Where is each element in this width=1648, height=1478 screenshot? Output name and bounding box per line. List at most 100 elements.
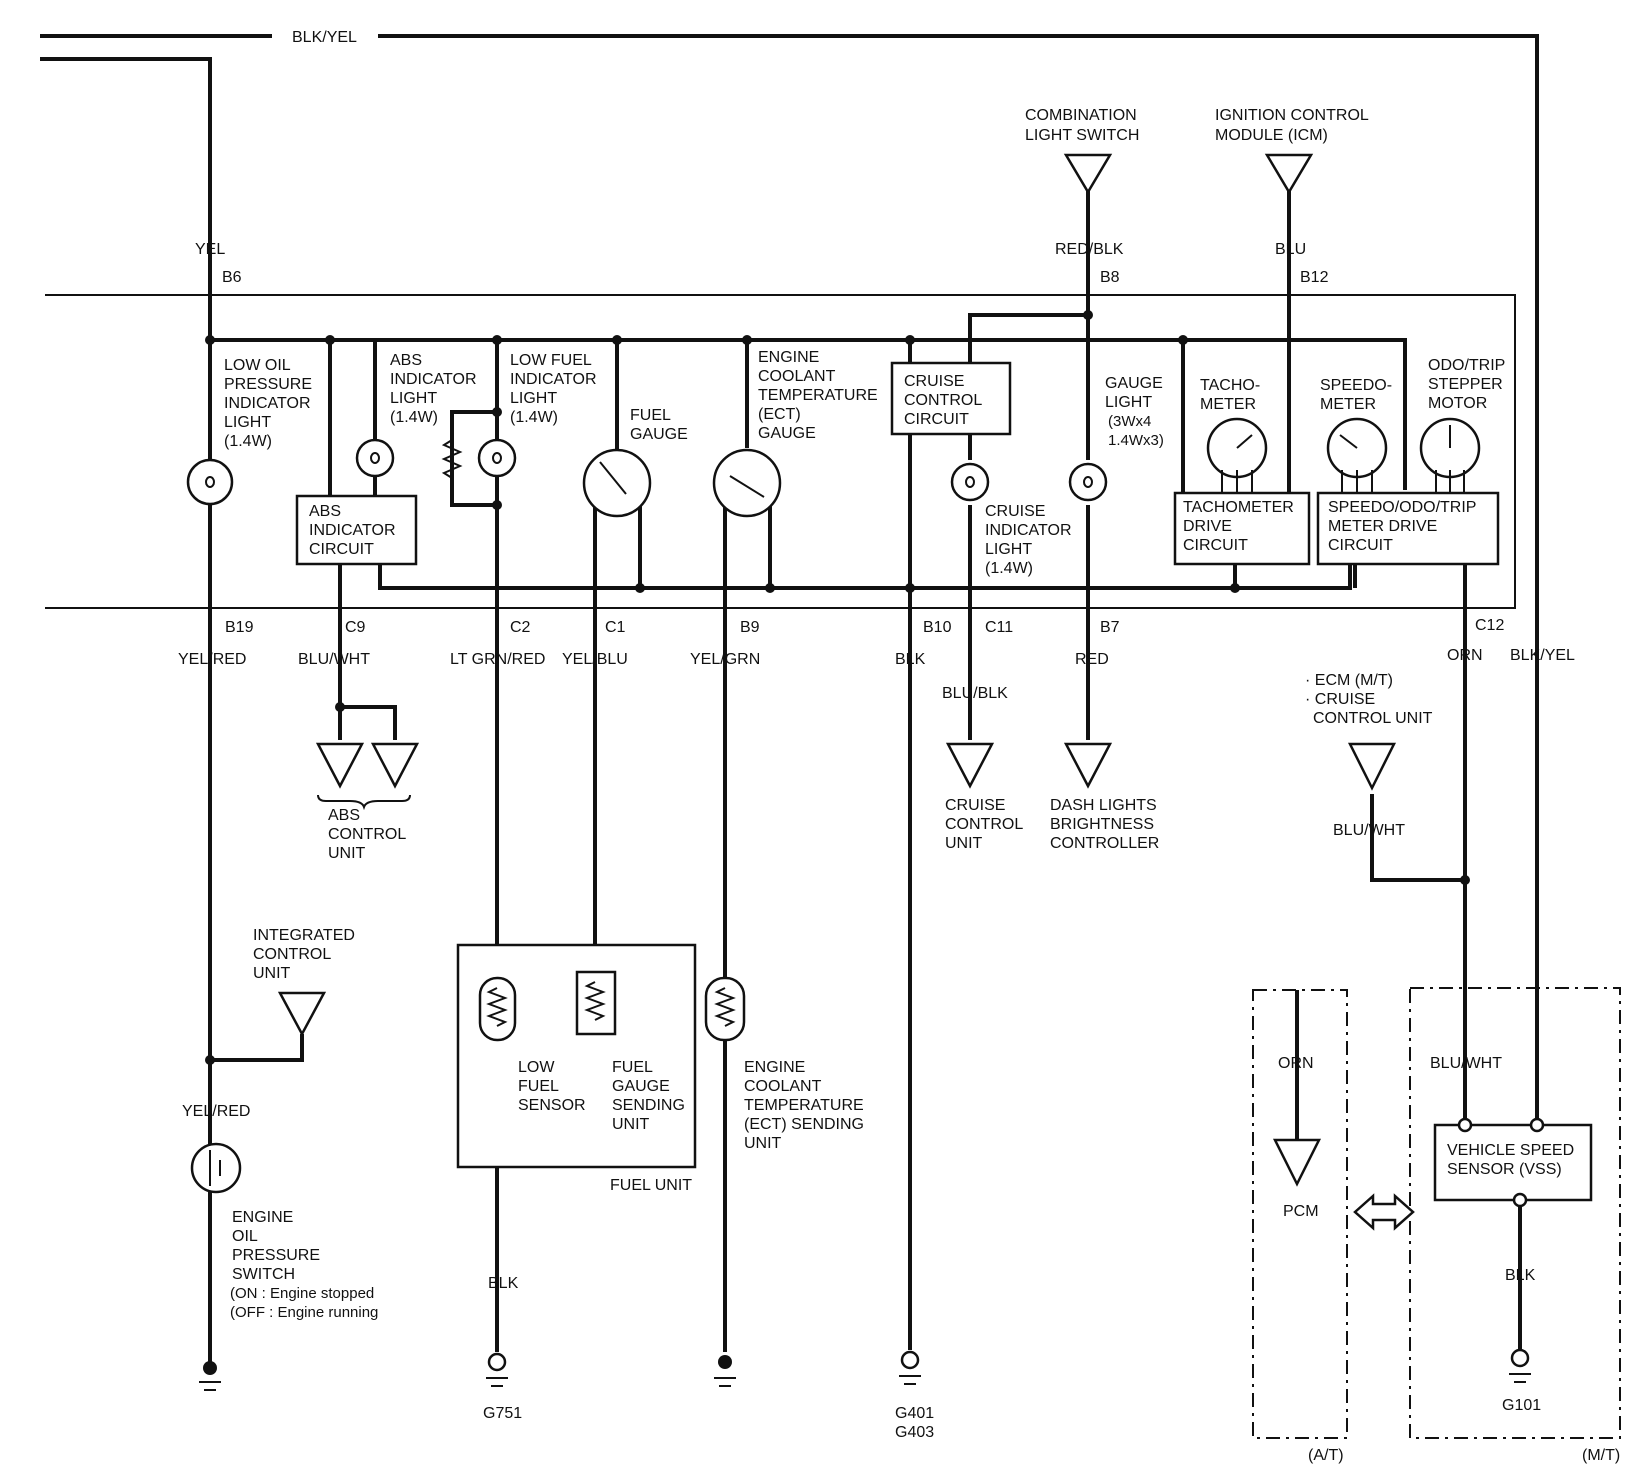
junction-dot [742, 335, 752, 345]
wire-speedo [1353, 564, 1467, 1125]
wire-label: YEL/RED [178, 651, 246, 668]
component-label: CRUISE [904, 373, 964, 390]
component-label: MOTOR [1428, 395, 1487, 412]
wire-label: YEL/BLU [562, 651, 628, 668]
component-label: CIRCUIT [1328, 537, 1393, 554]
component-label: (3Wx4 [1108, 413, 1151, 430]
junction-dot [905, 583, 915, 593]
component-label: INDICATOR [510, 371, 597, 388]
tach-drive-circuit-box [1173, 491, 1311, 566]
wire-label: BLU/BLK [942, 685, 1008, 702]
ect-sending-unit-icon [704, 976, 746, 1042]
dash-lights-label: BRIGHTNESS [1050, 816, 1154, 833]
component-label: (OFF : Engine running [230, 1304, 378, 1321]
junction-dot [325, 335, 335, 345]
component-label: ENGINE [232, 1209, 293, 1226]
component-label: SPEEDO- [1320, 377, 1392, 394]
pcm-connector-icon [1272, 1138, 1322, 1187]
ecm-connector-icon [1347, 742, 1397, 791]
component-label: FUEL [518, 1078, 559, 1095]
component-label: ENGINE [758, 349, 819, 366]
junction-dot [765, 583, 775, 593]
connector-label: B7 [1100, 619, 1120, 636]
component-label: ABS [309, 503, 341, 520]
wire-label: BLU/WHT [1333, 822, 1405, 839]
component-label: METER DRIVE [1328, 518, 1437, 535]
resistor-symbol [441, 439, 463, 479]
wire-low-fuel [450, 340, 499, 1352]
wire-label: BLU [1275, 241, 1306, 258]
component-label: SENSOR (VSS) [1447, 1161, 1562, 1178]
vss-terminal [1529, 1117, 1545, 1133]
component-label: SWITCH [232, 1266, 295, 1283]
ground-label: G403 [895, 1424, 934, 1441]
low-fuel-bulb-icon [477, 438, 517, 478]
component-label: GAUGE [758, 425, 816, 442]
component-label: COOLANT [758, 368, 836, 385]
wire-label: BLU/WHT [298, 651, 370, 668]
component-label: DRIVE [1183, 518, 1232, 535]
component-label: ODO/TRIP [1428, 357, 1505, 374]
vss-terminals [1457, 1117, 1545, 1208]
component-label: CIRCUIT [904, 411, 969, 428]
component-label: (ECT) [758, 406, 801, 423]
gauge-light-bulb-icon [1068, 462, 1108, 502]
connector-label: C12 [1475, 617, 1504, 634]
wire-label: RED/BLK [1055, 241, 1124, 258]
connector-label: B19 [225, 619, 254, 636]
component-label: METER [1200, 396, 1256, 413]
component-label: COOLANT [744, 1078, 822, 1095]
power-bus [210, 338, 1407, 490]
ecm-label: · CRUISE [1305, 691, 1375, 708]
wire-top-blk-yel [40, 34, 1539, 1125]
junction-dots [205, 310, 1470, 1141]
component-label: FUEL [630, 407, 671, 424]
junction-dot [335, 702, 345, 712]
junction-dot [492, 407, 502, 417]
wire-label: BLK/YEL [292, 29, 357, 46]
wire-label: LT GRN/RED [450, 651, 545, 668]
icm-label: MODULE (ICM) [1215, 127, 1328, 144]
junction-dot [492, 335, 502, 345]
component-label: OIL [232, 1228, 258, 1245]
component-label: TEMPERATURE [744, 1097, 864, 1114]
wire-label: YEL [195, 241, 225, 258]
wire-label: ORN [1278, 1055, 1314, 1072]
ground-label: G751 [483, 1405, 522, 1422]
abs-control-unit-label: UNIT [328, 845, 366, 862]
abs-control-unit-connector-icon [315, 742, 420, 789]
component-label: LIGHT [985, 541, 1032, 558]
wire-abs [328, 340, 397, 740]
component-label: GAUGE [630, 426, 688, 443]
component-label: UNIT [744, 1135, 782, 1152]
low-oil-bulb-icon [186, 458, 234, 506]
cruise-control-circuit-box [890, 361, 1012, 436]
ecm-label: CONTROL UNIT [1313, 710, 1433, 727]
abs-control-unit-label: ABS [328, 807, 360, 824]
ground-label: G101 [1502, 1397, 1541, 1414]
component-label: LIGHT [510, 390, 557, 407]
wire-integrated-control [210, 1034, 304, 1062]
component-label: ABS [390, 352, 422, 369]
connector-label: B12 [1300, 269, 1329, 286]
component-label: CRUISE [985, 503, 1045, 520]
component-label: GAUGE [612, 1078, 670, 1095]
cruise-control-unit-label: UNIT [945, 835, 983, 852]
combination-switch-label: LIGHT SWITCH [1025, 127, 1139, 144]
cruise-control-unit-connector-icon [945, 742, 995, 789]
junction-dot [905, 335, 915, 345]
labels: BLK/YEL YEL B6 COMBINATION LIGHT SWITCH … [178, 29, 1620, 1464]
connector-label: B8 [1100, 269, 1120, 286]
wire-label: BLK/YEL [1510, 647, 1575, 664]
component-label: (1.4W) [985, 560, 1033, 577]
component-label: VEHICLE SPEED [1447, 1142, 1574, 1159]
wire-label: BLK [488, 1275, 519, 1292]
ground-symbols [199, 1348, 1531, 1391]
ground-icon [714, 1355, 736, 1387]
at-variant-frame [1252, 989, 1348, 1439]
component-label: METER [1320, 396, 1376, 413]
junction-dot [1178, 335, 1188, 345]
wires [40, 34, 1539, 1368]
component-label: LOW [518, 1059, 555, 1076]
